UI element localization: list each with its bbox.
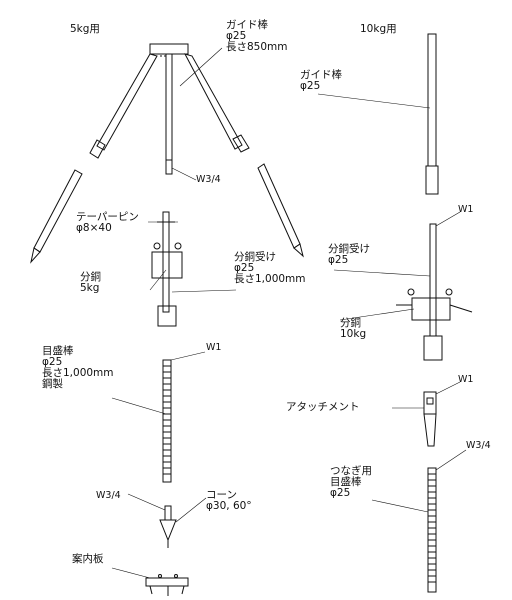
label-taper-pin: テーパーピン φ8×40	[76, 212, 139, 234]
label-w34-joint: W3/4	[466, 440, 491, 451]
label-joint-scale-rod: つなぎ用 目盛棒 φ25	[330, 466, 372, 499]
weight-receiver-10kg	[396, 223, 473, 361]
label-scale-rod-length: 長さ1,000mm	[42, 367, 114, 379]
weight-5kg	[151, 251, 183, 279]
label-scale-rod-dia: φ25	[42, 356, 63, 368]
label-guide-rod-5kg-length: 長さ850mm	[226, 41, 288, 53]
label-w34-cone: W3/4	[96, 490, 121, 501]
label-guide-rod-5kg: ガイド棒 φ25 長さ850mm	[226, 20, 288, 53]
label-weight-receiver-10kg: 分銅受け φ25	[328, 244, 370, 266]
weight-receiver-5kg	[151, 211, 183, 327]
weight-10kg	[411, 297, 451, 321]
label-weight-10kg: 分銅 10kg	[340, 318, 366, 340]
label-scale-rod: 目盛棒 φ25 長さ1,000mm 鋼製	[42, 346, 114, 390]
label-weight-10kg-name: 分銅	[340, 317, 361, 329]
label-joint-scale-rod-dia: φ25	[330, 487, 351, 499]
label-scale-rod-material: 鋼製	[42, 378, 63, 390]
joint-scale-rod	[427, 467, 437, 593]
scale-rod	[162, 359, 172, 483]
taper-pin-ring-right	[174, 242, 182, 250]
label-guide-rod-5kg-name: ガイド棒	[226, 19, 268, 31]
label-guide-rod-10kg: ガイド棒 φ25	[300, 70, 342, 92]
label-w1-scale: W1	[206, 342, 222, 353]
header-5kg: 5kg用	[70, 23, 100, 35]
tripod-5kg	[30, 43, 304, 264]
label-guide-rod-10kg-name: ガイド棒	[300, 69, 342, 81]
attachment	[423, 391, 437, 447]
label-guide-rod-10kg-dia: φ25	[300, 80, 321, 92]
label-guide-plate: 案内板	[72, 553, 104, 565]
label-w1-attach: W1	[458, 374, 474, 385]
label-weight-receiver-5kg: 分銅受け φ25 長さ1,000mm	[234, 252, 306, 285]
label-weight-receiver-10kg-dia: φ25	[328, 254, 349, 266]
label-attachment: アタッチメント	[286, 401, 360, 413]
guide-rod-5kg	[165, 53, 173, 175]
label-weight-10kg-mass: 10kg	[340, 328, 367, 340]
label-scale-rod-name: 目盛棒	[42, 345, 74, 357]
cone	[159, 505, 177, 548]
leader-lines	[111, 47, 467, 579]
tripod-leg-right	[184, 53, 304, 258]
guide-plate	[145, 574, 189, 596]
label-taper-pin-size: φ8×40	[76, 222, 112, 234]
label-weight-receiver-5kg-name: 分銅受け	[234, 251, 276, 263]
label-joint-scale-rod-name: つなぎ用	[330, 465, 372, 477]
label-weight-5kg-mass: 5kg	[80, 282, 100, 294]
label-weight-receiver-10kg-name: 分銅受け	[328, 243, 370, 255]
label-weight-5kg: 分銅 5kg	[80, 272, 101, 294]
tripod-head	[149, 43, 189, 55]
label-joint-scale-rod-type: 目盛棒	[330, 476, 362, 488]
header-10kg: 10kg用	[360, 23, 397, 35]
label-cone: コーン φ30, 60°	[206, 490, 252, 512]
label-weight-5kg-name: 分銅	[80, 271, 101, 283]
label-cone-name: コーン	[206, 489, 237, 501]
guide-rod-10kg	[425, 33, 439, 195]
label-guide-rod-5kg-dia: φ25	[226, 30, 247, 42]
tripod-leg-left	[30, 53, 158, 264]
taper-pin-ring-left	[153, 242, 161, 250]
label-weight-receiver-5kg-length: 長さ1,000mm	[234, 273, 306, 285]
label-taper-pin-name: テーパーピン	[76, 211, 139, 223]
label-w1-10kg: W1	[458, 204, 474, 215]
label-w34-top: W3/4	[196, 174, 221, 185]
label-weight-receiver-5kg-dia: φ25	[234, 262, 255, 274]
label-cone-size: φ30, 60°	[206, 500, 252, 512]
